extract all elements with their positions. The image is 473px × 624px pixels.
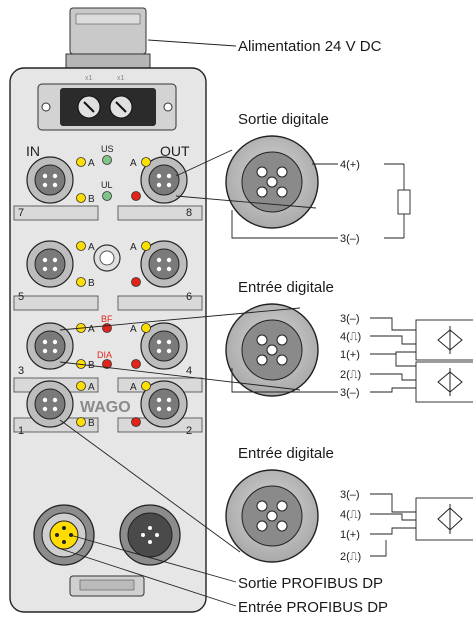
- port-number: 1: [18, 425, 24, 437]
- switch-label-1: x1: [85, 75, 93, 82]
- pin-label: 3(–): [340, 313, 360, 325]
- port-7: [26, 156, 74, 204]
- connector-in-2: [225, 469, 319, 563]
- switch-label-2: x1: [117, 75, 125, 82]
- connector-out: [225, 135, 319, 229]
- pin-label: 1(+): [340, 349, 360, 361]
- port-3: [26, 322, 74, 370]
- led-label-a: A: [130, 158, 137, 169]
- pin-label: 3(–): [340, 233, 360, 245]
- pin-label: 2(⎍): [340, 551, 361, 563]
- pin-label: 3(–): [340, 387, 360, 399]
- sensor: [415, 361, 473, 403]
- port-6: [140, 240, 188, 288]
- port-8: [140, 156, 188, 204]
- connector-in-1: [225, 303, 319, 397]
- out-title: Sortie digitale: [238, 111, 329, 128]
- led-label-b: B: [88, 418, 95, 429]
- pin-label: 4(⎍): [340, 331, 361, 343]
- port-number: 8: [186, 207, 192, 219]
- port-number: 6: [186, 291, 192, 303]
- profibus-in-label: Entrée PROFIBUS DP: [238, 599, 388, 616]
- wiring-in-2: [370, 493, 416, 557]
- in-title-2: Entrée digitale: [238, 445, 334, 462]
- profibus-out-label: Sortie PROFIBUS DP: [238, 575, 383, 592]
- wago-logo: WAGO: [80, 399, 131, 416]
- led-label-a: A: [130, 324, 137, 335]
- in-label: IN: [26, 143, 40, 159]
- port-2: [140, 380, 188, 428]
- sensor: [415, 497, 473, 541]
- port-number: 2: [186, 425, 192, 437]
- wiring-in-1: [231, 317, 416, 393]
- wiring-out: [231, 163, 405, 239]
- module-housing: [9, 67, 207, 613]
- led-label-a: A: [88, 242, 95, 253]
- pin-label: 4(⎍): [340, 509, 361, 521]
- power-connector: [65, 7, 151, 73]
- port-5: [26, 240, 74, 288]
- out-label: OUT: [160, 143, 190, 159]
- port-number: 7: [18, 207, 24, 219]
- port-number: 4: [186, 365, 192, 377]
- led-label-a: A: [88, 324, 95, 335]
- dia-label: DIA: [97, 350, 112, 360]
- port-number: 5: [18, 291, 24, 303]
- port-1: [26, 380, 74, 428]
- bf-label: BF: [101, 314, 113, 324]
- pin-label: 4(+): [340, 159, 360, 171]
- pin-label: 3(–): [340, 489, 360, 501]
- ul-label: UL: [101, 180, 113, 190]
- pin-label: 2(⎍): [340, 369, 361, 381]
- led-label-a: A: [130, 382, 137, 393]
- pin-label: 1(+): [340, 529, 360, 541]
- in-title-1: Entrée digitale: [238, 279, 334, 296]
- leader-lines: [57, 39, 317, 607]
- profibus-connectors: [33, 504, 181, 597]
- led-label-b: B: [88, 194, 95, 205]
- load-resistor: [397, 189, 411, 215]
- power-label: Alimentation 24 V DC: [238, 38, 382, 55]
- io-ports: [26, 156, 188, 428]
- port-number: 3: [18, 365, 24, 377]
- led-label-b: B: [88, 278, 95, 289]
- led-label-a: A: [88, 158, 95, 169]
- led-label-a: A: [130, 242, 137, 253]
- sensor: [415, 319, 473, 361]
- port-4: [140, 322, 188, 370]
- us-label: US: [101, 144, 114, 154]
- led-label-a: A: [88, 382, 95, 393]
